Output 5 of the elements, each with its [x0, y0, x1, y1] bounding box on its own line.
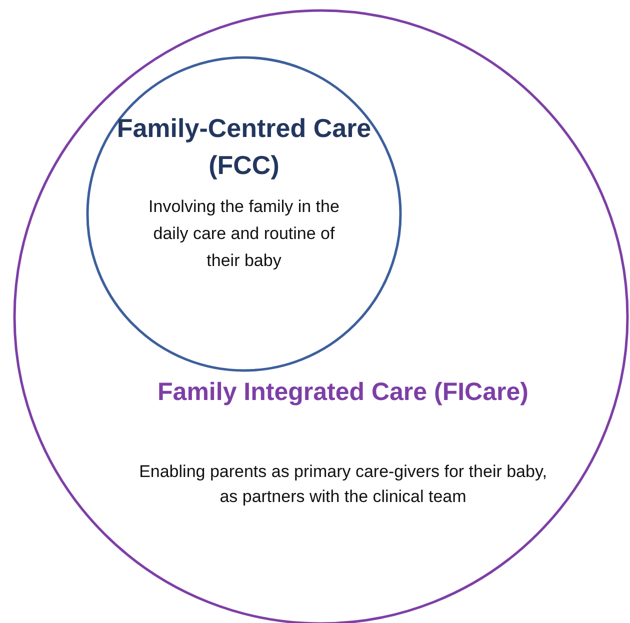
inner-circle: [86, 56, 402, 372]
circle-heading: Family Integrated Care (FICare): [156, 377, 530, 408]
circle-description: Involving the family in the daily care and routine of their baby: [148, 196, 340, 272]
circle-heading: Family-Centred Care (FCC): [116, 112, 372, 182]
circle-description: Enabling parents as primary care-givers for their baby, as partners with the clinical team: [138, 461, 548, 508]
